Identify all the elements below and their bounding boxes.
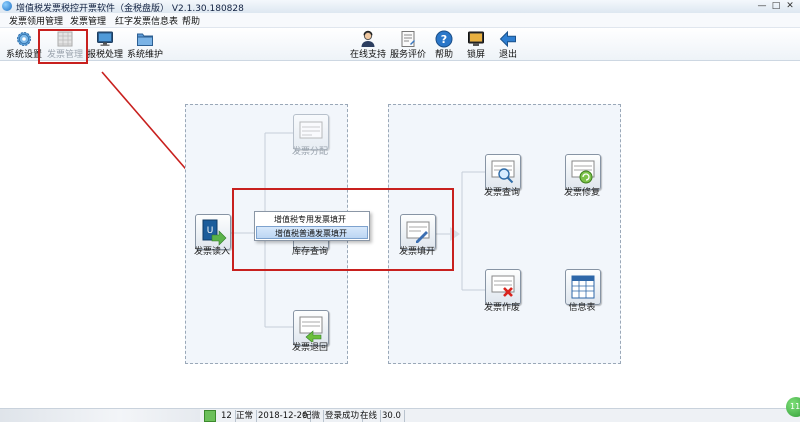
exit-button[interactable]: 退出 [494,28,522,60]
info-table-node[interactable] [565,269,601,305]
toolbar: 系统设置 发票管理 报税处理 系统维护 在线支持 [0,28,800,61]
status-blur-region [0,409,200,423]
monitor-icon [97,31,113,46]
gear-icon [17,32,31,46]
menu-bar: 发票领用管理 发票管理 红字发票信息表 帮助 [0,13,800,28]
menu-help[interactable]: 帮助 [182,17,201,27]
invoice-return-node[interactable] [293,310,329,346]
dropdown-highlight-box [232,188,454,271]
status-online-icon [204,410,216,422]
bottom-strip [0,422,800,446]
online-support-label: 在线支持 [349,50,386,60]
toolbar-highlight-box [38,29,88,64]
dropdown-item-special-invoice[interactable]: 增值税专用发票填开 [274,215,346,224]
lock-screen-icon [468,31,484,46]
lock-screen-button[interactable]: 锁屏 [462,28,490,60]
svg-text:U: U [207,226,214,236]
system-settings-button[interactable]: 系统设置 [4,28,44,60]
invoice-grid-icon [57,31,73,47]
service-rating-label: 服务评价 [389,50,426,60]
minimize-button[interactable]: — [757,1,767,11]
lock-screen-label: 锁屏 [466,50,485,60]
invoice-distribute-label: 发票分配 [291,147,328,157]
invoice-read-icon: U [202,219,227,246]
info-table-label: 信息表 [568,303,596,313]
invoice-repair-label: 发票修复 [563,188,600,198]
invoice-return-label: 发票退回 [291,343,328,353]
menu-invoice-receive[interactable]: 发票领用管理 [9,17,64,27]
exit-arrow-icon [499,30,516,48]
online-support-button[interactable]: 在线支持 [348,28,388,60]
service-rating-button[interactable]: 服务评价 [388,28,428,60]
close-button[interactable]: ✕ [786,1,794,11]
invoice-void-icon [491,275,515,297]
invoice-issue-icon [406,221,430,243]
tax-processing-button[interactable]: 报税处理 [86,28,124,60]
window-title: 增值税发票税控开票软件（金税盘版） V2.1.30.180828 [16,4,244,14]
stock-query-label: 库存查询 [291,247,328,257]
system-maintenance-button[interactable]: 系统维护 [124,28,166,60]
menu-invoice-manage[interactable]: 发票管理 [70,17,107,27]
invoice-read-node[interactable]: U [195,214,231,250]
invoice-query-node[interactable] [485,154,521,190]
help-button[interactable]: ? 帮助 [430,28,458,60]
tax-processing-label: 报税处理 [86,50,123,60]
status-cell-user: 纪微 [300,410,325,422]
status-cell-count: 12 [218,410,236,422]
invoice-return-icon [299,316,323,342]
system-maintenance-label: 系统维护 [126,50,163,60]
invoice-management-label: 发票管理 [46,50,83,60]
invoice-read-label: 发票读入 [193,247,230,257]
invoice-repair-icon [571,160,595,184]
invoice-void-label: 发票作废 [483,303,520,313]
feedback-icon [401,31,415,47]
status-cell-login: 登录成功 [322,410,364,422]
invoice-issue-node[interactable] [400,214,436,250]
invoice-distribute-node[interactable] [293,114,329,150]
status-cell-version: 30.0 [379,410,405,422]
floating-badge[interactable]: 11 [786,397,800,417]
invoice-distribute-icon [299,121,323,139]
status-bar: 12 正常 2018-12-20 纪微 登录成功 在线 30.0 [0,408,800,423]
invoice-issue-label: 发票填开 [398,247,435,257]
invoice-void-node[interactable] [485,269,521,305]
maximize-button[interactable]: □ [771,1,781,11]
invoice-issue-dropdown: 增值税专用发票填开 增值税普通发票填开 [254,211,370,241]
dropdown-item-normal-invoice[interactable]: 增值税普通发票填开 [256,226,368,239]
status-cell-state: 正常 [233,410,258,422]
invoice-query-icon [491,160,515,184]
exit-label: 退出 [498,50,517,60]
status-cell-date: 2018-12-20 [255,410,312,422]
menu-red-invoice-info[interactable]: 红字发票信息表 [115,17,179,27]
help-icon: ? [435,30,453,48]
status-cell-online: 在线 [357,410,382,422]
info-table-icon [571,275,595,299]
invoice-query-label: 发票查询 [483,188,520,198]
app-logo-icon [2,1,12,11]
invoice-repair-node[interactable] [565,154,601,190]
invoice-management-button[interactable]: 发票管理 [44,28,86,60]
folder-icon [137,33,153,46]
help-label: 帮助 [434,50,453,60]
support-person-icon [361,30,375,47]
svg-text:?: ? [441,33,447,46]
system-settings-label: 系统设置 [5,50,42,60]
